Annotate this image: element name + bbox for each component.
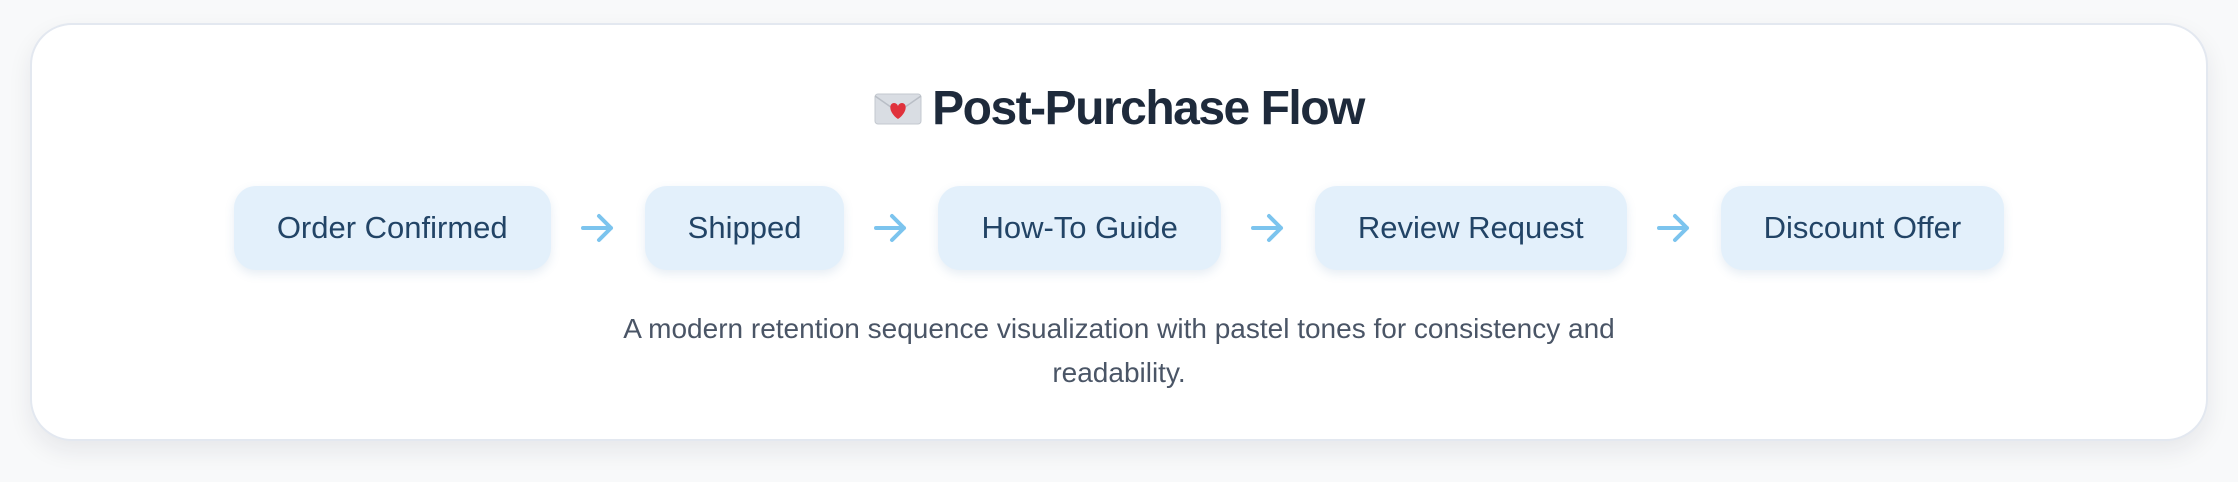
- caption-line-1: A modern retention sequence visualizatio…: [623, 313, 1615, 344]
- flow-caption: A modern retention sequence visualizatio…: [32, 307, 2206, 395]
- flow-card: Post-Purchase Flow Order Confirmed Shipp…: [30, 23, 2208, 441]
- step-shipped: Shipped: [644, 186, 845, 270]
- arrow-right-icon: [844, 186, 938, 270]
- love-letter-icon: [874, 93, 922, 124]
- arrow-right-icon: [551, 186, 645, 270]
- flow-title: Post-Purchase Flow: [32, 81, 2206, 136]
- page-title: Post-Purchase Flow: [932, 82, 1365, 135]
- arrow-right-icon: [1221, 186, 1315, 270]
- arrow-right-icon: [1627, 186, 1721, 270]
- step-how-to-guide: How-To Guide: [938, 186, 1221, 270]
- step-order-confirmed: Order Confirmed: [233, 186, 551, 270]
- caption-line-2: readability.: [1052, 357, 1186, 388]
- step-discount-offer: Discount Offer: [1720, 186, 2005, 270]
- flow-steps: Order Confirmed Shipped How-To Guide Rev…: [32, 186, 2206, 270]
- step-review-request: Review Request: [1314, 186, 1627, 270]
